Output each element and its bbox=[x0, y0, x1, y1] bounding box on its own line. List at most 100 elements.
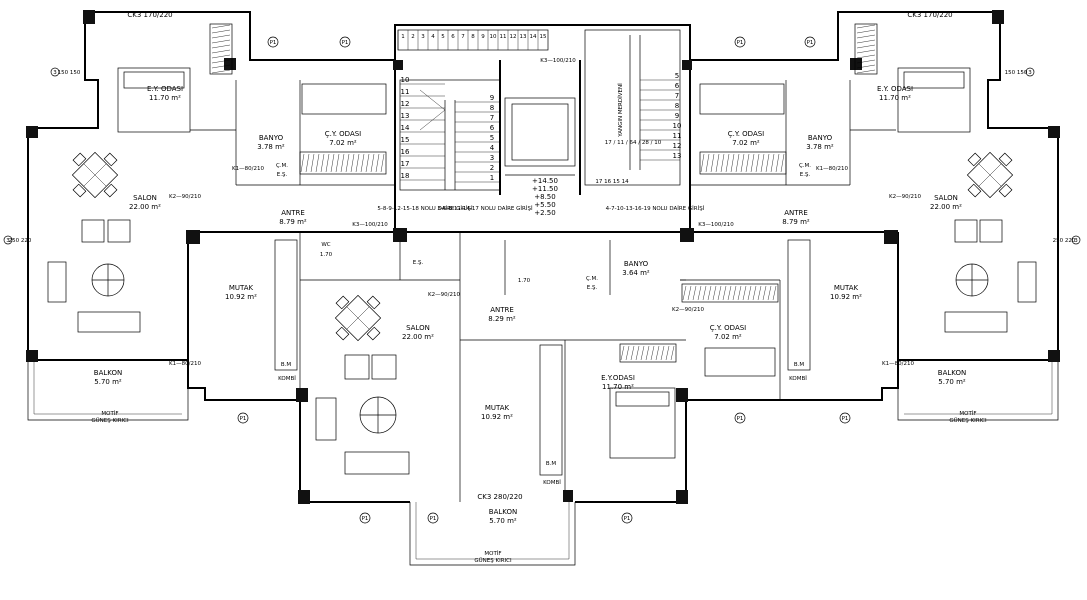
step-number: 1 bbox=[490, 174, 494, 182]
hatch-line bbox=[757, 285, 762, 301]
hatch-line bbox=[702, 285, 707, 301]
door-label: K3—100/210 bbox=[698, 222, 734, 228]
window-marker-icon bbox=[734, 36, 746, 48]
step-number: 10 bbox=[401, 76, 410, 84]
step-number: 11 bbox=[401, 88, 410, 96]
hatch-line bbox=[211, 69, 231, 74]
hatch-line bbox=[211, 49, 231, 54]
step-number: 3 bbox=[490, 154, 494, 162]
room-area: 22.00 m² bbox=[930, 203, 962, 211]
kitchen-counters bbox=[274, 239, 811, 476]
room-name: E.Y.ODASI bbox=[601, 374, 635, 382]
hatch-line bbox=[856, 39, 876, 44]
hatch-line bbox=[211, 39, 231, 44]
wardrobes bbox=[209, 23, 878, 363]
window-marker-icon bbox=[839, 412, 851, 424]
left-salon-furniture bbox=[47, 151, 141, 333]
hatch-line bbox=[775, 153, 780, 173]
step-number: 7 bbox=[490, 114, 494, 122]
step-number: 4 bbox=[490, 144, 495, 152]
hatch-line bbox=[320, 153, 325, 173]
step-number: 8 bbox=[675, 102, 679, 110]
hatch-line bbox=[650, 345, 655, 361]
room-area: 8.29 m² bbox=[488, 315, 516, 323]
step-number: 12 bbox=[673, 142, 682, 150]
stair-tread-number: 15 bbox=[540, 34, 547, 40]
stair-tread-number: 9 bbox=[481, 34, 485, 40]
label-fire-stair: YANGIN MERDİVENİ bbox=[617, 83, 624, 138]
hatch-line bbox=[315, 153, 320, 173]
hatch-line bbox=[752, 285, 757, 301]
room-name: ANTRE bbox=[490, 306, 514, 314]
room-area: 5.70 m² bbox=[489, 517, 517, 525]
hatch-line bbox=[856, 44, 876, 49]
room-name: ANTRE bbox=[784, 209, 808, 217]
window-marker-icon bbox=[621, 512, 633, 524]
room-area: 5.70 m² bbox=[94, 378, 122, 386]
stair-tread-number: 12 bbox=[510, 34, 517, 40]
room-area: 3.64 m² bbox=[622, 269, 650, 277]
door-label: K1—80/210 bbox=[232, 166, 264, 172]
hatch-line bbox=[211, 34, 231, 39]
label-bm: B.M bbox=[794, 362, 805, 368]
label-bm: B.M bbox=[281, 362, 292, 368]
step-number: 14 bbox=[401, 124, 410, 132]
hatch-line bbox=[640, 345, 645, 361]
hatch-line bbox=[665, 345, 670, 361]
stair-tread-number: 10 bbox=[490, 34, 497, 40]
window-marker-icon bbox=[804, 36, 816, 48]
center-salon-furniture bbox=[315, 294, 410, 475]
stair-tread-number: 13 bbox=[520, 34, 527, 40]
label-ck3-right: CK3 170/220 bbox=[907, 11, 952, 19]
room-area: 1.70 bbox=[320, 252, 333, 258]
room-area: 10.92 m² bbox=[225, 293, 257, 301]
axis-marker-icon bbox=[1071, 235, 1081, 245]
hatch-line bbox=[780, 153, 785, 173]
hatch-line bbox=[211, 29, 231, 34]
hatch-line bbox=[350, 153, 355, 173]
label-daire-right: 4-7-10-13-16-19 NOLU DAİRE GİRİŞİ bbox=[606, 205, 705, 212]
label-motif: MOTİF bbox=[959, 410, 976, 417]
right-salon-furniture bbox=[944, 151, 1037, 333]
hatch-line bbox=[762, 285, 767, 301]
room-area: 11.70 m² bbox=[149, 94, 181, 102]
hatch-line bbox=[692, 285, 697, 301]
step-number: 13 bbox=[673, 152, 682, 160]
step-number: 9 bbox=[490, 94, 494, 102]
hatch-line bbox=[310, 153, 315, 173]
hatch-line bbox=[340, 153, 345, 173]
hatch-line bbox=[856, 69, 876, 74]
hatch-line bbox=[727, 285, 732, 301]
stair-tread-number: 1 bbox=[401, 34, 405, 40]
door-label: K2—90/210 bbox=[889, 194, 921, 200]
hatch-line bbox=[365, 153, 370, 173]
hatch-line bbox=[856, 64, 876, 69]
hatch-line bbox=[710, 153, 715, 173]
hatch-line bbox=[730, 153, 735, 173]
room-area: 8.79 m² bbox=[279, 218, 307, 226]
columns bbox=[26, 10, 1060, 504]
hatch-line bbox=[620, 345, 625, 361]
room-name: MUTAK bbox=[834, 284, 859, 292]
hatch-line bbox=[211, 59, 231, 64]
hatch-line bbox=[682, 285, 687, 301]
step-number: 15 bbox=[401, 136, 410, 144]
hatch-line bbox=[687, 285, 692, 301]
axis-marker-icon bbox=[3, 235, 13, 245]
step-number: 6 bbox=[490, 124, 495, 132]
label-es: E.Ş. bbox=[800, 172, 811, 178]
hatch-line bbox=[211, 24, 231, 29]
label-bm: B.M bbox=[546, 461, 557, 467]
room-name: SALON bbox=[934, 194, 958, 202]
stair-tread-number: 6 bbox=[451, 34, 455, 40]
door-label: K3—100/210 bbox=[352, 222, 388, 228]
axis-marker-label: 3 bbox=[1028, 70, 1032, 76]
door-label: K1—80/210 bbox=[169, 361, 201, 367]
window-marker-icon bbox=[339, 36, 351, 48]
room-name: MUTAK bbox=[229, 284, 254, 292]
label-kombi: KOMBİ bbox=[278, 375, 296, 382]
label-gunes: GÜNEŞ KIRICI bbox=[474, 557, 512, 564]
label-gunes: GÜNEŞ KIRICI bbox=[949, 417, 987, 424]
label-cm: Ç.M. bbox=[586, 276, 598, 282]
hatch-line bbox=[211, 44, 231, 49]
